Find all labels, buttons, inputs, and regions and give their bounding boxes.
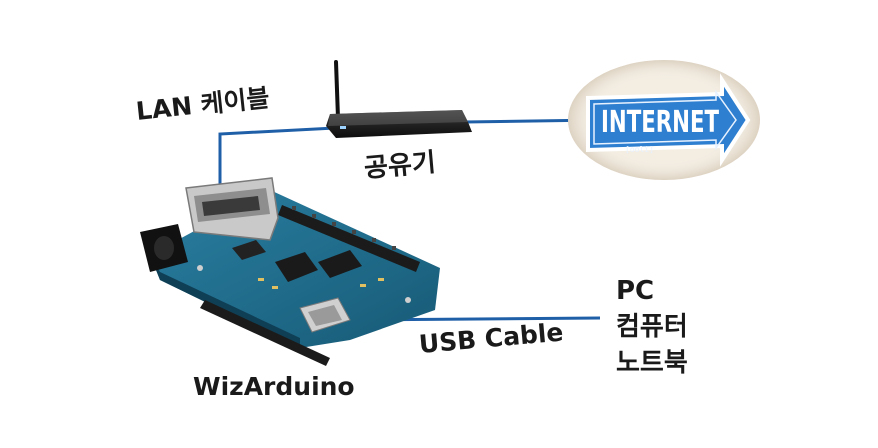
internet-sign-icon: INTERNET [ooli] bbox=[568, 60, 760, 180]
wizarduino-label: WizArduino bbox=[193, 372, 355, 401]
pc-label-line-1: PC bbox=[616, 276, 655, 306]
internet-sign-small-text: [ooli] bbox=[625, 145, 654, 154]
router-icon bbox=[326, 60, 472, 138]
pc-label-block: PC 컴퓨터 노트북 bbox=[616, 273, 688, 381]
internet-sign-text: INTERNET bbox=[601, 105, 719, 140]
lan-cable-line bbox=[218, 126, 336, 185]
pc-label-line-3: 노트북 bbox=[616, 348, 688, 378]
wizarduino-board-icon bbox=[140, 177, 440, 366]
router-label: 공유기 bbox=[362, 147, 438, 184]
pc-label-line-2: 컴퓨터 bbox=[616, 312, 688, 342]
